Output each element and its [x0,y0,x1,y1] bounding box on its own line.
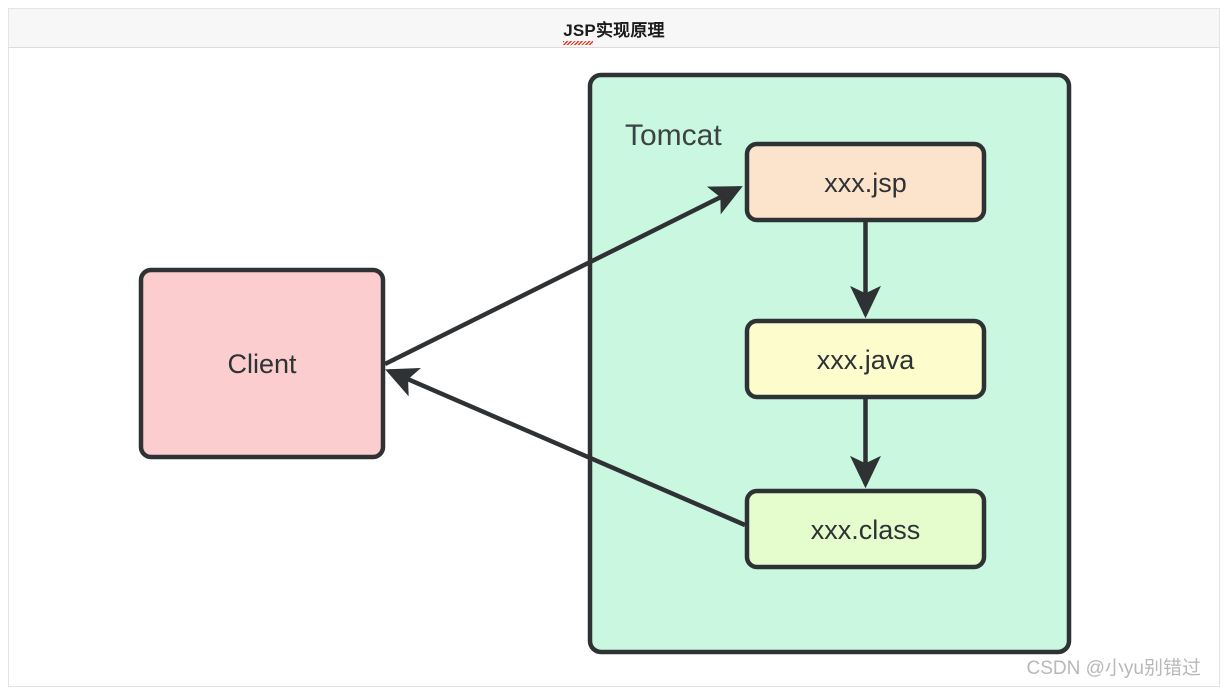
edge-class-to-client[interactable] [385,367,746,528]
node-client-box[interactable] [138,267,386,460]
node-class-label: xxx.class [811,515,921,545]
diagram-canvas: Tomcat Client xxx.jsp xxx.java xxx.class… [8,48,1220,687]
node-java-label: xxx.java [817,345,916,375]
page-title: JSP实现原理 [563,16,665,45]
edge-client-to-jsp[interactable] [383,185,743,367]
node-client-label: Client [227,349,297,379]
node-jsp-label: xxx.jsp [824,168,907,198]
node-class-box[interactable] [744,488,987,570]
header-bar: JSP实现原理 [8,8,1220,48]
csdn-watermark: CSDN @小yu别错过 [1026,658,1201,679]
jsp-flow-diagram: Tomcat Client xxx.jsp xxx.java xxx.class [138,72,1072,655]
node-tomcat-label: Tomcat [625,119,722,152]
spellcheck-underline-icon [563,40,594,45]
page-title-text: JSP实现原理 [563,20,665,40]
